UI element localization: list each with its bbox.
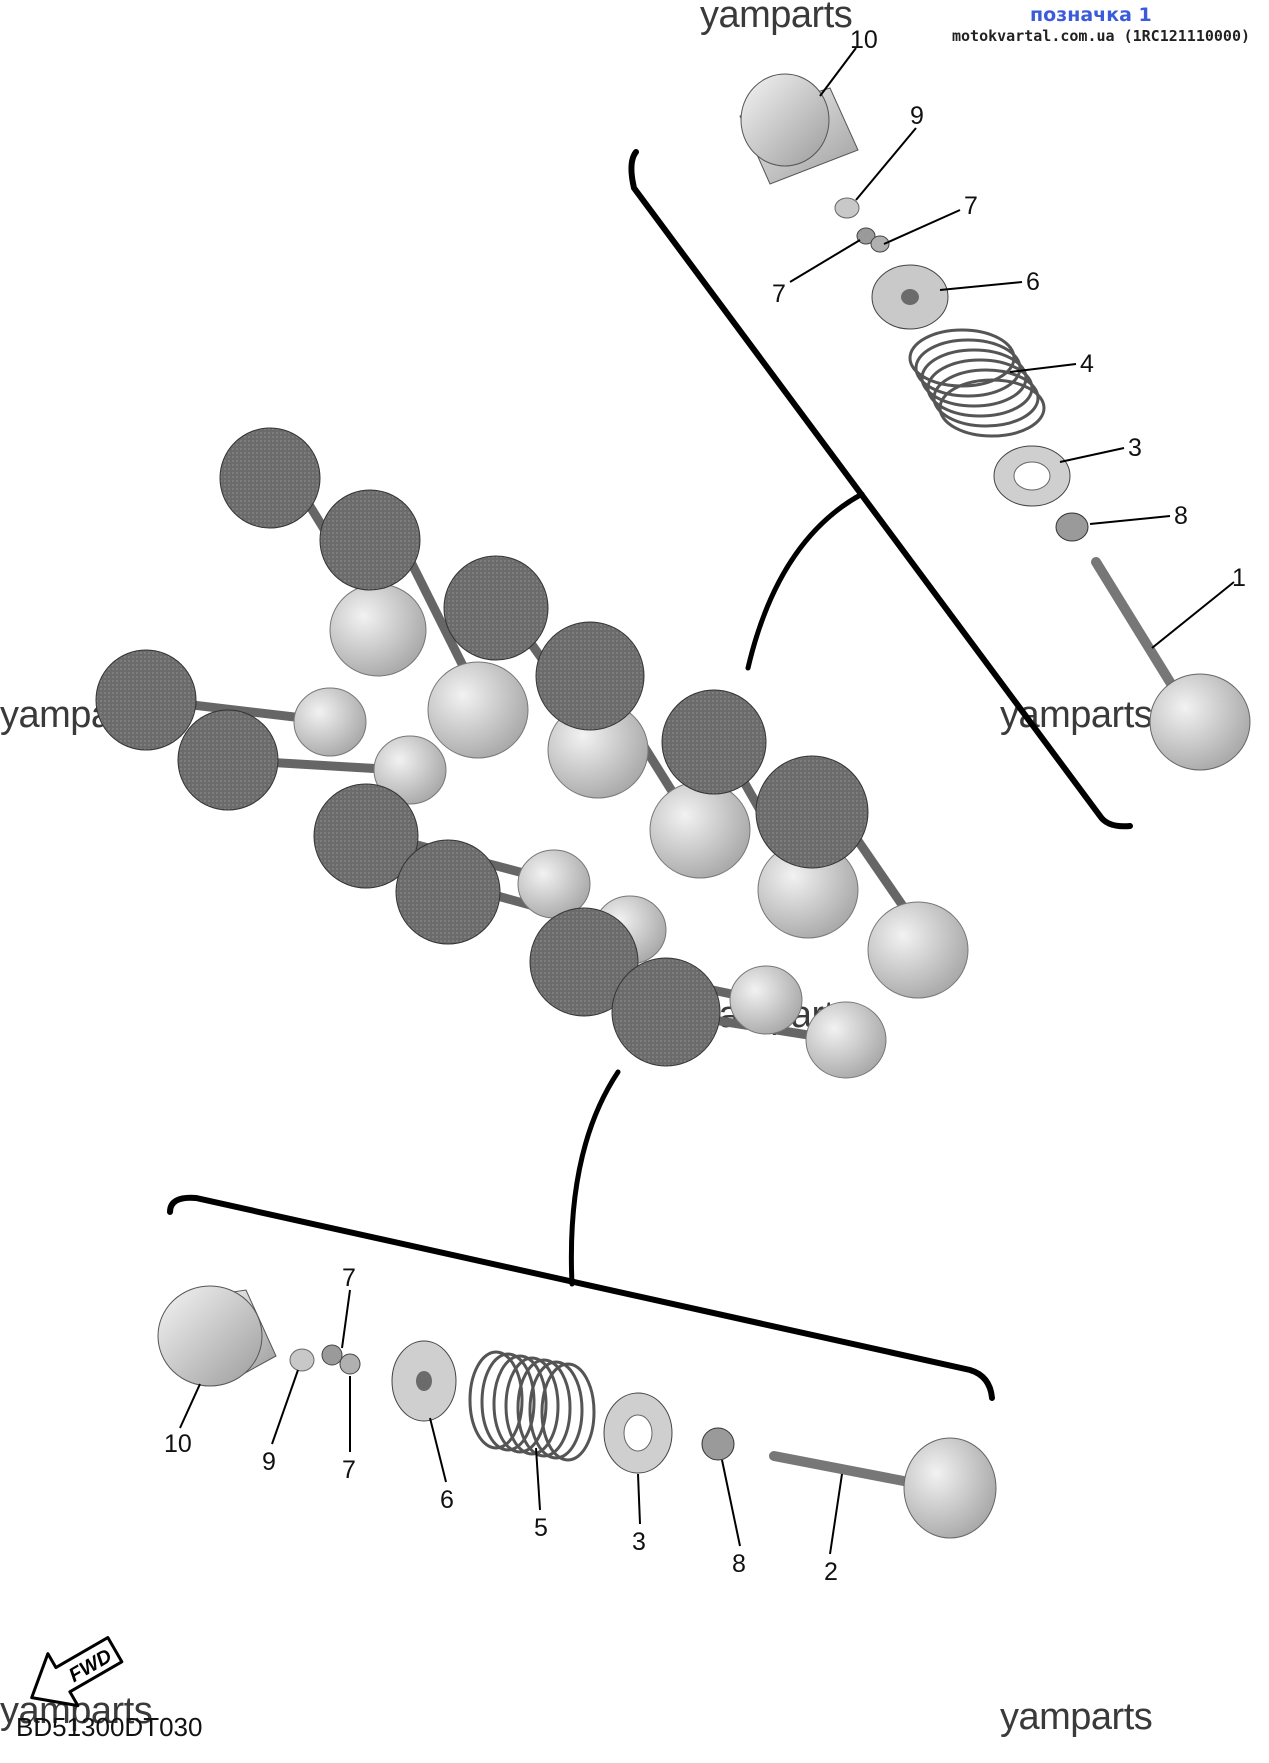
callout-bottom-retainer: 6 <box>440 1486 454 1514</box>
spring-bottom <box>468 1350 596 1462</box>
callout-bottom-spring: 5 <box>534 1514 548 1542</box>
callout-bottom-keeper-a: 7 <box>342 1264 356 1292</box>
callout-top-seat: 3 <box>1128 434 1142 462</box>
valve-cluster <box>95 427 969 1079</box>
fwd-arrow-icon: FWD <box>30 1636 124 1708</box>
callout-top-keeper-b: 7 <box>772 280 786 308</box>
spring-top <box>908 328 1046 438</box>
diagram-title: позначка 1 <box>1030 4 1152 26</box>
callout-top-valve: 1 <box>1232 564 1246 592</box>
top-bracket <box>628 149 1133 830</box>
watermark-top: yamparts <box>700 0 853 36</box>
bottom-valve-assembly <box>157 1285 997 1539</box>
callout-top-tappet: 10 <box>850 26 878 54</box>
callout-top-retainer: 6 <box>1026 268 1040 296</box>
callout-top-shim: 9 <box>910 102 924 130</box>
leader-lines <box>179 47 1235 1555</box>
callout-labels: 10 9 7 7 6 4 3 8 1 7 10 9 7 6 5 3 8 2 <box>164 26 1246 1586</box>
callout-bottom-seal: 8 <box>732 1550 746 1578</box>
diagram-code: BD51300DT030 <box>16 1712 203 1742</box>
callout-bottom-tappet: 10 <box>164 1430 192 1458</box>
callout-bottom-shim: 9 <box>262 1448 276 1476</box>
bottom-bracket <box>167 1069 995 1401</box>
callout-top-keeper-a: 7 <box>964 192 978 220</box>
watermark-bottom-left: yamparts <box>0 1690 153 1732</box>
callout-top-spring: 4 <box>1080 350 1094 378</box>
callout-bottom-keeper-b: 7 <box>342 1456 356 1484</box>
callout-top-seal: 8 <box>1174 502 1188 530</box>
callout-bottom-seat: 3 <box>632 1528 646 1556</box>
diagram-source: motokvartal.com.ua (1RC121110000) <box>952 27 1251 45</box>
tappet-top <box>739 73 859 185</box>
callout-bottom-valve: 2 <box>824 1558 838 1586</box>
top-valve-assembly <box>739 73 1251 771</box>
watermark-bottom-right: yamparts <box>1000 1696 1153 1738</box>
